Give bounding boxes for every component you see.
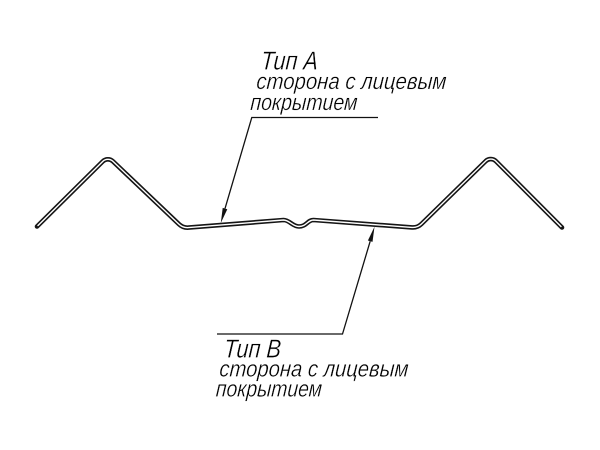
svg-text:сторона с лицевым: сторона с лицевым [256, 68, 448, 94]
svg-text:Тип В: Тип В [223, 334, 282, 364]
svg-text:сторона с лицевым: сторона с лицевым [219, 356, 410, 382]
svg-text:покрытием: покрытием [215, 376, 323, 402]
svg-text:покрытием: покрытием [250, 89, 359, 115]
svg-text:Тип А: Тип А [260, 46, 319, 76]
